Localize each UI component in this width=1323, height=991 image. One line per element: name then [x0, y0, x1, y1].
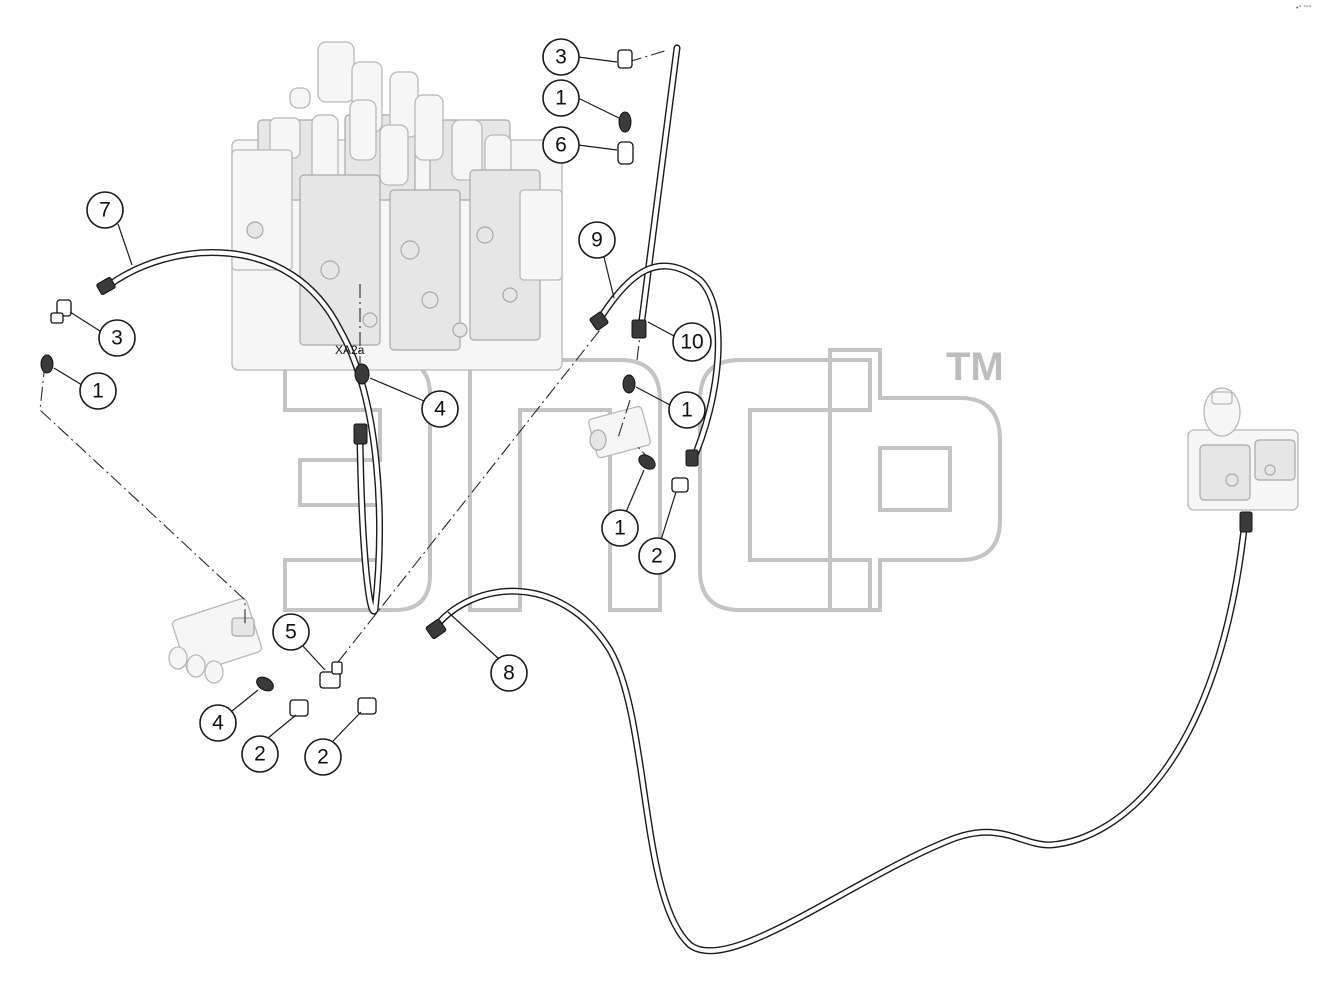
- svg-text:10: 10: [680, 331, 703, 354]
- svg-text:3: 3: [111, 327, 123, 350]
- fittings: [40, 49, 1253, 717]
- callout-5: 5: [272, 613, 310, 651]
- svg-text:1: 1: [92, 380, 104, 403]
- callout-8: 8: [490, 654, 528, 692]
- fitting-hose9-end: [589, 311, 609, 331]
- connection-lines: [39, 49, 669, 663]
- svg-text:8: 8: [503, 662, 515, 685]
- svg-text:5: 5: [285, 621, 297, 644]
- svg-text:2: 2: [254, 743, 266, 766]
- fitting-xa2a: [354, 363, 370, 385]
- fitting-adapter-left: [40, 354, 54, 374]
- corner-mark: •° °°°: [1296, 4, 1312, 12]
- callout-1-top: 1: [542, 79, 580, 117]
- callout-7: 7: [86, 191, 124, 229]
- fitting-part1-lower: [638, 454, 656, 470]
- leader-lines: [53, 56, 677, 742]
- fitting-hose8-left: [425, 618, 447, 640]
- fitting-hose9-lower: [685, 449, 699, 467]
- callout-3-top: 3: [542, 38, 580, 76]
- fitting-elbow-lower-b: [357, 697, 377, 715]
- fitting-hose7-end: [96, 277, 116, 295]
- fitting-elbow-lower-a: [289, 699, 309, 717]
- port-label-xa2a: XA2a: [335, 343, 365, 357]
- right-valve-block-ghost: [1187, 387, 1299, 511]
- svg-text:1: 1: [555, 87, 567, 110]
- svg-text:4: 4: [212, 712, 224, 735]
- fitting-elbow-right: [671, 477, 689, 493]
- svg-text:1: 1: [681, 399, 693, 422]
- callout-4-mid: 4: [421, 390, 459, 428]
- lower-left-block-ghost: [168, 597, 263, 684]
- fitting-part1-top: [618, 111, 632, 133]
- svg-text:9: 9: [591, 229, 603, 252]
- callout-9: 9: [578, 221, 616, 259]
- fitting-elbow-left: [56, 299, 72, 317]
- watermark-tm: TM: [946, 345, 1004, 389]
- svg-text:1: 1: [614, 517, 626, 540]
- fitting-hose10-lower: [631, 319, 647, 339]
- callout-2-low-a: 2: [241, 735, 279, 773]
- callout-6: 6: [542, 126, 580, 164]
- svg-text:6: 6: [555, 134, 567, 157]
- svg-text:3: 3: [555, 46, 567, 69]
- fitting-part4-low: [256, 676, 274, 692]
- fitting-hose8-right: [1239, 511, 1253, 533]
- hoses: [104, 44, 1249, 955]
- callout-2-low-b: 2: [304, 738, 342, 776]
- callout-2-right: 2: [638, 537, 676, 575]
- fitting-part3-top: [617, 49, 633, 69]
- svg-text:2: 2: [317, 746, 329, 769]
- svg-text:7: 7: [99, 199, 111, 222]
- valve-bank-ghost: [231, 41, 563, 371]
- fitting-part6: [617, 141, 634, 165]
- svg-text:2: 2: [651, 545, 663, 568]
- callout-10: 10: [672, 322, 712, 362]
- fitting-tee-5: [319, 671, 341, 689]
- fitting-part1-right: [622, 374, 636, 394]
- callout-3-left: 3: [98, 319, 136, 357]
- callout-1-right: 1: [668, 391, 706, 429]
- callout-1-left: 1: [79, 372, 117, 410]
- svg-text:4: 4: [434, 398, 446, 421]
- callout-1-lower: 1: [601, 509, 639, 547]
- callout-4-low: 4: [199, 704, 237, 742]
- fitting-hose7-lower: [353, 423, 368, 445]
- watermark-logo: TM: [283, 345, 1004, 612]
